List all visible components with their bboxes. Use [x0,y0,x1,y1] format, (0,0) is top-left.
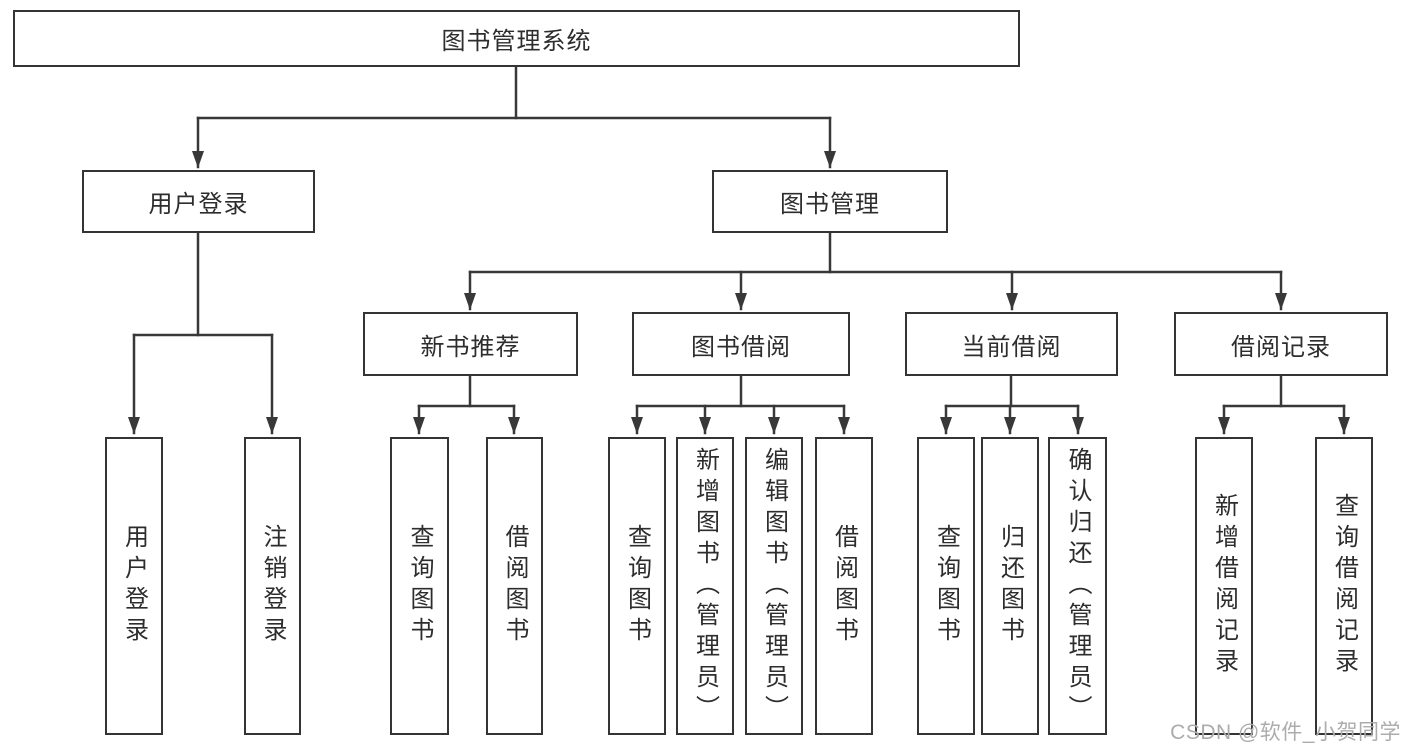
node-leaf-borrow-books-recommend: 借阅图书 [486,437,543,735]
node-leaf-return-books: 归还图书 [981,437,1039,735]
node-current-borrowing: 当前借阅 [905,312,1118,376]
node-leaf-query-books-borrowing: 查询图书 [608,437,666,735]
node-leaf-add-borrow-record: 新增借阅记录 [1195,437,1253,735]
connector-book-borrowing-children [631,374,850,435]
node-leaf-query-books-current: 查询图书 [917,437,975,735]
connector-new-book-recommend-children [413,374,520,435]
connector-current-borrowing-children [940,374,1084,435]
node-leaf-query-borrow-record: 查询借阅记录 [1315,437,1373,735]
node-user-login: 用户登录 [82,170,315,233]
node-leaf-edit-books-admin: 编辑图书（管理员） [745,437,803,735]
node-leaf-logout: 注销登录 [244,437,301,735]
connector-root-to-level2 [192,65,836,169]
connector-user-login-children [128,231,278,435]
node-leaf-borrow-books: 借阅图书 [815,437,873,735]
node-book-management: 图书管理 [712,170,948,233]
node-library-management-system: 图书管理系统 [13,10,1020,67]
csdn-watermark: CSDN @软件_小贺同学 [1170,721,1401,744]
node-leaf-confirm-return-admin: 确认归还（管理员） [1048,437,1107,735]
node-leaf-user-login: 用户登录 [105,437,163,735]
node-book-borrowing: 图书借阅 [632,312,850,376]
node-new-book-recommend: 新书推荐 [363,312,578,376]
node-borrowing-records: 借阅记录 [1174,312,1388,376]
connector-borrowing-records-children [1218,374,1350,435]
connector-book-management-children [464,231,1287,311]
node-leaf-add-books-admin: 新增图书（管理员） [676,437,734,735]
node-leaf-query-books-recommend: 查询图书 [390,437,449,735]
